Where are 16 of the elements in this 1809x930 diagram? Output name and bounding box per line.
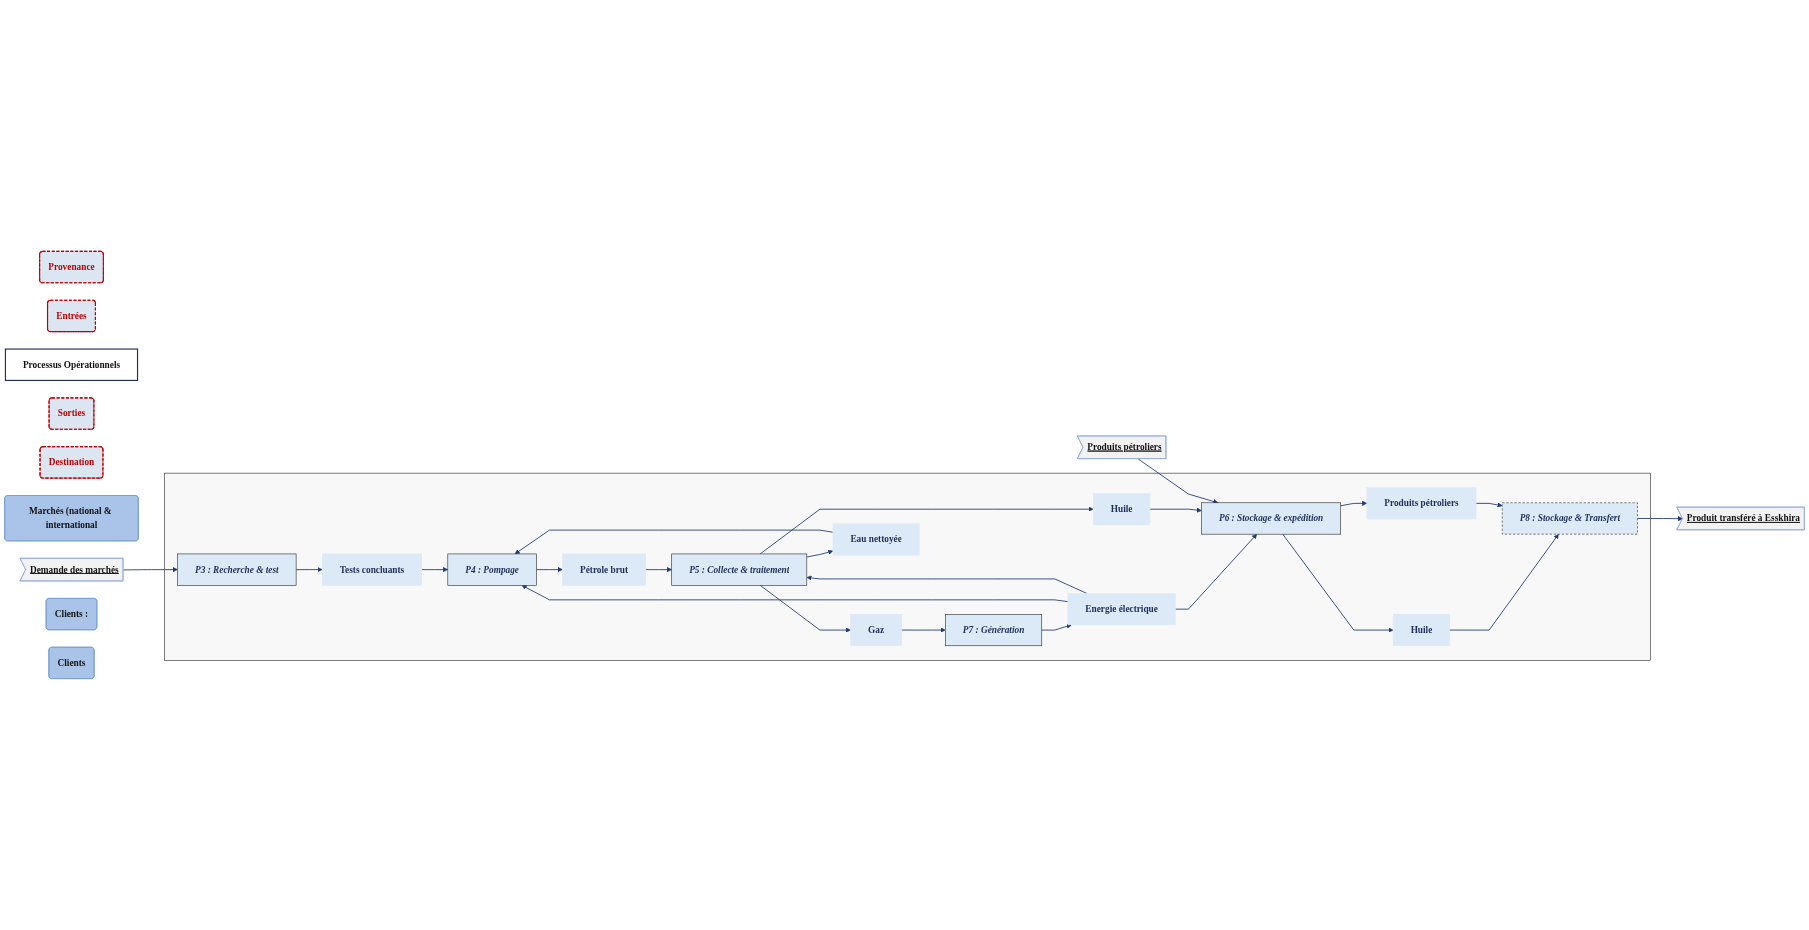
node-box: Huile xyxy=(1093,493,1151,526)
node-box: Tests concluants xyxy=(322,553,422,586)
node-box: Gaz xyxy=(850,614,902,647)
node-box: Eau nettoyée xyxy=(832,523,920,556)
node-box: Processus Opérationnels xyxy=(4,348,139,381)
node-box: P7 : Génération xyxy=(945,614,1043,647)
node-box: Energie électrique xyxy=(1067,593,1176,626)
node-box: P5 : Collecte & traitement xyxy=(671,553,808,586)
cluster xyxy=(164,472,1651,661)
node-box: Pétrole brut xyxy=(562,553,646,586)
node-box: Huile xyxy=(1392,614,1451,647)
node-box: Produits pétroliers xyxy=(1366,487,1477,520)
node-box: P3 : Recherche & test xyxy=(177,553,297,586)
node-box: P4 : Pompage xyxy=(447,553,537,586)
node-box: P6 : Stockage & expédition xyxy=(1201,502,1341,535)
node-box: P8 : Stockage & Transfert xyxy=(1501,502,1638,535)
